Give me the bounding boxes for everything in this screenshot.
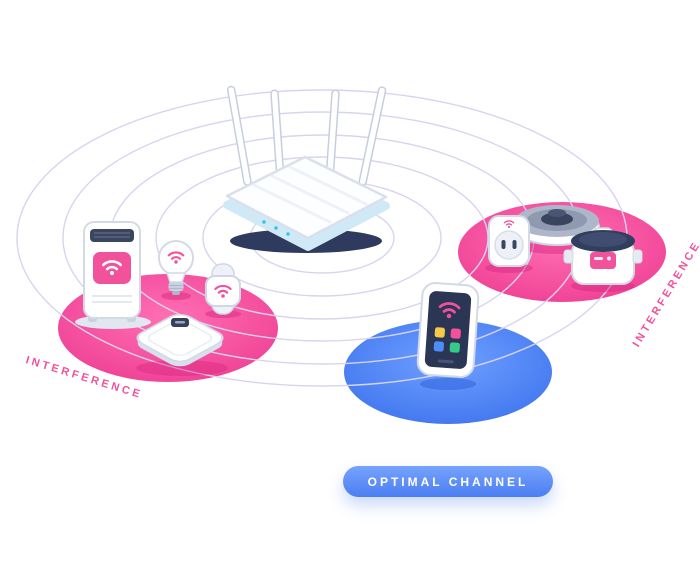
smart-bulb-icon [158, 240, 194, 295]
wifi-router-icon [223, 85, 390, 253]
smart-scale-icon [136, 314, 224, 367]
smart-plug-icon [488, 215, 530, 267]
right-device-group [485, 205, 643, 292]
smartphone-icon [416, 282, 480, 390]
optimal-channel-button[interactable]: OPTIMAL CHANNEL [343, 466, 553, 497]
left-device-group [75, 221, 241, 376]
air-purifier-icon [83, 221, 141, 322]
multicooker-icon [563, 227, 643, 285]
smartwatch-icon [205, 263, 241, 315]
